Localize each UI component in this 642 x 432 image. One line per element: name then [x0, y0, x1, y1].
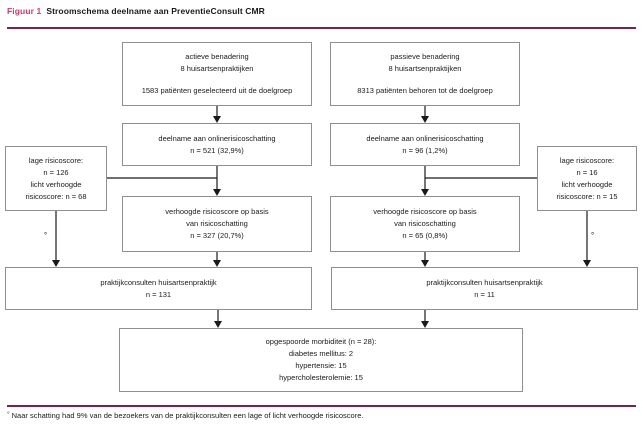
box-line: n = 521 (32,9%): [190, 145, 244, 155]
box-passieve-benadering: passieve benadering 8 huisartsenpraktijk…: [330, 42, 520, 106]
box-line: n = 131: [145, 289, 172, 299]
box-verhoogde-risicoscore-rechts: verhoogde risicoscore op basis van risic…: [330, 196, 520, 252]
box-line: lage risicoscore:: [28, 155, 84, 165]
box-line: deelname aan onlinerisicoschatting: [158, 133, 276, 143]
box-line: licht verhoogde: [561, 179, 613, 189]
footnote-marker-right: °: [591, 231, 595, 240]
box-line: risicoscore: n = 15: [556, 191, 618, 201]
box-opgespoorde-morbiditeit: opgespoorde morbiditeit (n = 28): diabet…: [119, 328, 523, 392]
footnote-marker-left: °: [44, 231, 48, 240]
box-line: n = 327 (20,7%): [190, 231, 244, 240]
box-line: hypercholesterolemie: 15: [279, 373, 363, 382]
box-line: 1583 patiënten geselecteerd uit de doelg…: [141, 86, 293, 95]
box-line: deelname aan onlinerisicoschatting: [366, 133, 484, 143]
box-praktijkconsulten-links: praktijkconsulten huisartsenpraktijk n =…: [5, 267, 312, 310]
box-actieve-benadering: actieve benadering 8 huisartsenpraktijke…: [122, 42, 312, 106]
box-line: actieve benadering: [185, 52, 249, 61]
box-lage-risicoscore-links: lage risicoscore: n = 126 licht verhoogd…: [5, 146, 107, 211]
box-line: opgespoorde morbiditeit (n = 28):: [265, 337, 377, 346]
box-line: 8 huisartsenpraktijken: [388, 64, 462, 73]
box-line: n = 96 (1,2%): [402, 145, 448, 155]
box-line: 8313 patiënten behoren tot de doelgroep: [357, 86, 493, 95]
figure-number: Figuur 1: [7, 6, 42, 16]
box-line: n = 11: [474, 289, 495, 299]
box-line: n = 65 (0,8%): [402, 231, 448, 240]
box-line: hypertensie: 15: [295, 361, 347, 370]
box-line: van risicoschatting: [186, 219, 248, 228]
box-deelname-rechts: deelname aan onlinerisicoschatting n = 9…: [330, 123, 520, 166]
box-line: praktijkconsulten huisartsenpraktijk: [426, 277, 543, 287]
box-line: n = 126: [43, 167, 69, 177]
box-line: praktijkconsulten huisartsenpraktijk: [100, 277, 217, 287]
box-praktijkconsulten-rechts: praktijkconsulten huisartsenpraktijk n =…: [331, 267, 638, 310]
box-line: diabetes mellitus: 2: [288, 349, 354, 358]
box-line: licht verhoogde: [30, 179, 82, 189]
footnote-marker: °: [7, 411, 10, 418]
box-verhoogde-risicoscore-links: verhoogde risicoscore op basis van risic…: [122, 196, 312, 252]
top-rule: [7, 27, 636, 29]
box-deelname-links: deelname aan onlinerisicoschatting n = 5…: [122, 123, 312, 166]
footnote: °Naar schatting had 9% van de bezoekers …: [7, 411, 363, 420]
box-line: n = 16: [576, 167, 598, 177]
box-line: passieve benadering: [390, 52, 460, 61]
box-line: 8 huisartsenpraktijken: [180, 64, 254, 73]
box-line: van risicoschatting: [394, 219, 456, 228]
bottom-rule: [7, 405, 636, 407]
box-line: verhoogde risicoscore op basis: [165, 207, 269, 216]
box-line: verhoogde risicoscore op basis: [373, 207, 477, 216]
box-line: lage risicoscore:: [559, 155, 615, 165]
footnote-text: Naar schatting had 9% van de bezoekers v…: [11, 411, 364, 420]
figure-title: Figuur 1 Stroomschema deelname aan Preven…: [7, 6, 265, 16]
box-lage-risicoscore-rechts: lage risicoscore: n = 16 licht verhoogde…: [537, 146, 637, 211]
box-line: risicoscore: n = 68: [25, 191, 87, 201]
figure-title-text: Stroomschema deelname aan PreventieConsu…: [46, 6, 265, 16]
